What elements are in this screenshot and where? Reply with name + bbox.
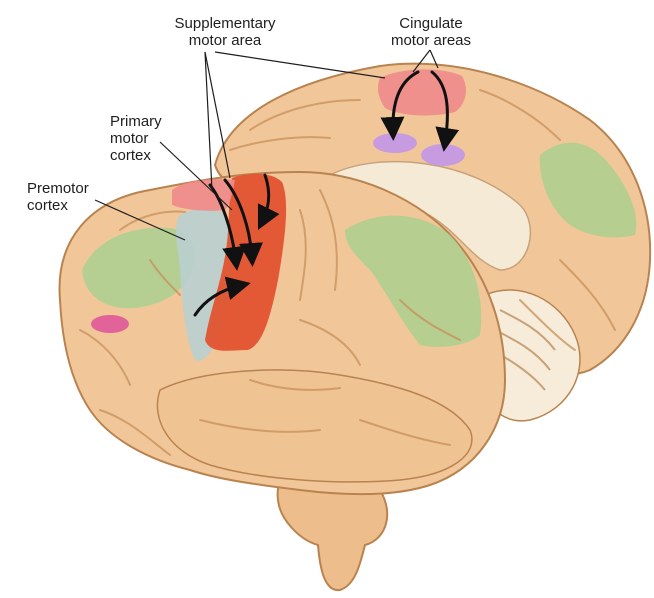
- posterior-green-region: [345, 215, 482, 347]
- leader-sma-2: [204, 51, 231, 179]
- leader-premotor: [94, 199, 186, 241]
- cingulate-upper-region: [377, 69, 466, 116]
- label-premotor-cortex: Premotor cortex: [27, 180, 89, 214]
- motor-arrows: [193, 70, 460, 317]
- label-supplementary-motor-area: Supplementary motor area: [174, 15, 276, 49]
- arrow-sma-2: [223, 178, 263, 267]
- arrow-sma-1: [208, 183, 247, 271]
- leader-cing-1: [412, 49, 431, 73]
- leader-sma-3: [214, 51, 386, 79]
- magenta-spot: [91, 315, 129, 333]
- temporal-lobe: [156, 369, 473, 483]
- label-primary-motor-cortex: Primary motor cortex: [110, 113, 162, 164]
- gyri-texture: [79, 89, 616, 456]
- label-cingulate-motor-areas: Cingulate motor areas: [390, 15, 472, 49]
- cingulate-lower-right: [421, 144, 465, 166]
- leader-primary: [159, 141, 233, 211]
- leader-sma-1: [204, 51, 213, 191]
- leader-lines: [94, 49, 439, 241]
- cingulate-lower-left: [373, 133, 417, 153]
- arrow-primary-loop: [257, 173, 280, 231]
- premotor-region: [82, 227, 195, 309]
- arrow-cingulate-2: [430, 70, 460, 152]
- arrow-cingulate-1: [380, 70, 420, 141]
- arrow-premotor: [193, 276, 251, 317]
- leader-cing-2: [429, 49, 439, 69]
- medial-green-region: [539, 142, 637, 238]
